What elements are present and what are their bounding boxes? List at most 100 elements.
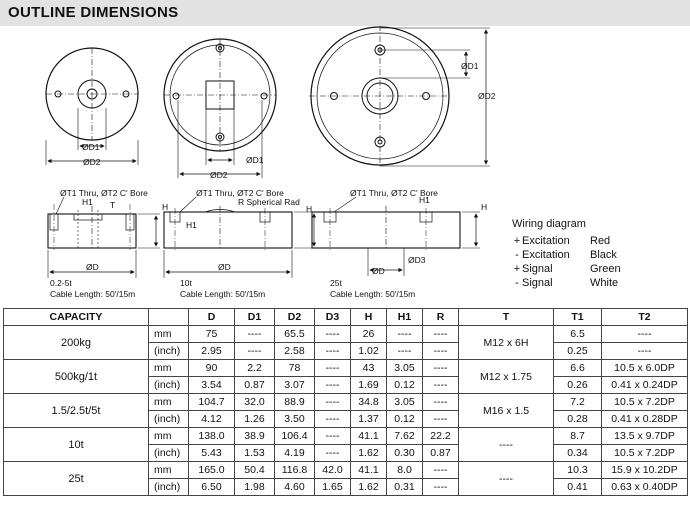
unit-cell: (inch) <box>148 444 189 462</box>
outline-drawing: ØD1 ØD2 ØD1 ØD2 ØD1 ØD2 ØT1 Thru, ØT2 C'… <box>45 26 496 299</box>
value-cell: 50.4 <box>234 461 275 479</box>
section-title: OUTLINE DIMENSIONS <box>8 4 179 21</box>
value-cell: 138.0 <box>188 427 235 445</box>
h1-label: H1 <box>186 220 197 230</box>
od2-label: ØD2 <box>478 91 496 101</box>
h1-label: H1 <box>82 197 93 207</box>
t2-cell: 10.5 x 6.0DP <box>601 359 688 377</box>
h1-label: H1 <box>419 195 430 205</box>
value-cell: 4.19 <box>274 444 315 462</box>
value-cell: 2.58 <box>274 342 315 360</box>
value-cell: ---- <box>386 342 423 360</box>
model-label: 10t <box>180 278 192 288</box>
thread-cell: M16 x 1.5 <box>458 393 554 428</box>
column-header: T1 <box>553 308 602 326</box>
value-cell: ---- <box>314 393 351 411</box>
value-cell: 26 <box>350 325 387 343</box>
value-cell: ---- <box>422 410 459 428</box>
value-cell: 32.0 <box>234 393 275 411</box>
capacity-cell: 10t <box>3 427 149 462</box>
t1-cell: 0.41 <box>553 478 602 496</box>
value-cell: ---- <box>314 342 351 360</box>
column-header: T2 <box>601 308 688 326</box>
wiring-row: + Excitation Red <box>513 235 611 247</box>
value-cell: 78 <box>274 359 315 377</box>
cable-label: Cable Length: 50'/15m <box>50 289 135 299</box>
value-cell: 0.12 <box>386 376 423 394</box>
cable-label: Cable Length: 50'/15m <box>330 289 415 299</box>
od3-label: ØD3 <box>408 255 426 265</box>
t-label: T <box>110 200 115 210</box>
value-cell: 41.1 <box>350 461 387 479</box>
unit-cell: mm <box>148 393 189 411</box>
t2-cell: 0.41 x 0.24DP <box>601 376 688 394</box>
wiring-row: + Signal Green <box>513 263 621 275</box>
unit-cell: mm <box>148 325 189 343</box>
wiring-row: - Excitation Black <box>515 249 617 261</box>
od-label: ØD <box>372 266 385 276</box>
value-cell: ---- <box>422 376 459 394</box>
side-view-small <box>47 196 160 278</box>
cable-label: Cable Length: 50'/15m <box>180 289 265 299</box>
value-cell: 3.50 <box>274 410 315 428</box>
top-view-large <box>309 26 490 167</box>
value-cell: 1.65 <box>314 478 351 496</box>
value-cell: 104.7 <box>188 393 235 411</box>
value-cell: 38.9 <box>234 427 275 445</box>
wiring-row: - Signal White <box>515 277 619 289</box>
wiring-title: Wiring diagram <box>512 218 586 230</box>
t2-cell: ---- <box>601 325 688 343</box>
bore-label: ØT1 Thru, ØT2 C' Bore <box>350 188 438 198</box>
value-cell: 0.87 <box>234 376 275 394</box>
value-cell: 2.2 <box>234 359 275 377</box>
t2-cell: ---- <box>601 342 688 360</box>
value-cell: 3.07 <box>274 376 315 394</box>
value-cell: ---- <box>314 410 351 428</box>
value-cell: 165.0 <box>188 461 235 479</box>
table-header-row: CAPACITY D D1 D2 D3 H H1 R T T1 T2 <box>3 308 688 326</box>
value-cell: 1.69 <box>350 376 387 394</box>
thread-cell: ---- <box>458 461 554 496</box>
od2-label: ØD2 <box>210 170 228 180</box>
value-cell: 75 <box>188 325 235 343</box>
column-header: H1 <box>386 308 423 326</box>
section-header: OUTLINE DIMENSIONS <box>0 0 690 26</box>
model-label: 25t <box>330 278 342 288</box>
value-cell: 3.05 <box>386 393 423 411</box>
t1-cell: 7.2 <box>553 393 602 411</box>
column-header: D2 <box>274 308 315 326</box>
t1-cell: 10.3 <box>553 461 602 479</box>
model-label: 0.2-5t <box>50 278 72 288</box>
value-cell: 1.62 <box>350 444 387 462</box>
value-cell: 1.37 <box>350 410 387 428</box>
t1-cell: 0.28 <box>553 410 602 428</box>
value-cell: 4.60 <box>274 478 315 496</box>
column-header: T <box>458 308 554 326</box>
column-header <box>148 308 189 326</box>
t2-cell: 0.63 x 0.40DP <box>601 478 688 496</box>
capacity-cell: 500kg/1t <box>3 359 149 394</box>
value-cell: 8.0 <box>386 461 423 479</box>
unit-cell: (inch) <box>148 342 189 360</box>
value-cell: 5.43 <box>188 444 235 462</box>
value-cell: 65.5 <box>274 325 315 343</box>
value-cell: 42.0 <box>314 461 351 479</box>
h-label: H <box>162 202 168 212</box>
value-cell: 116.8 <box>274 461 315 479</box>
value-cell: 1.02 <box>350 342 387 360</box>
value-cell: ---- <box>422 342 459 360</box>
h-label: H <box>481 202 487 212</box>
t1-cell: 0.25 <box>553 342 602 360</box>
t2-cell: 10.5 x 7.2DP <box>601 444 688 462</box>
value-cell: 3.05 <box>386 359 423 377</box>
value-cell: ---- <box>422 325 459 343</box>
top-view-small <box>45 47 139 165</box>
t2-cell: 0.41 x 0.28DP <box>601 410 688 428</box>
specifications-table: CAPACITY D D1 D2 D3 H H1 R T T1 T2 200kg… <box>3 308 688 496</box>
table-row: (inch)2.95----2.58----1.02--------0.25--… <box>4 342 688 360</box>
